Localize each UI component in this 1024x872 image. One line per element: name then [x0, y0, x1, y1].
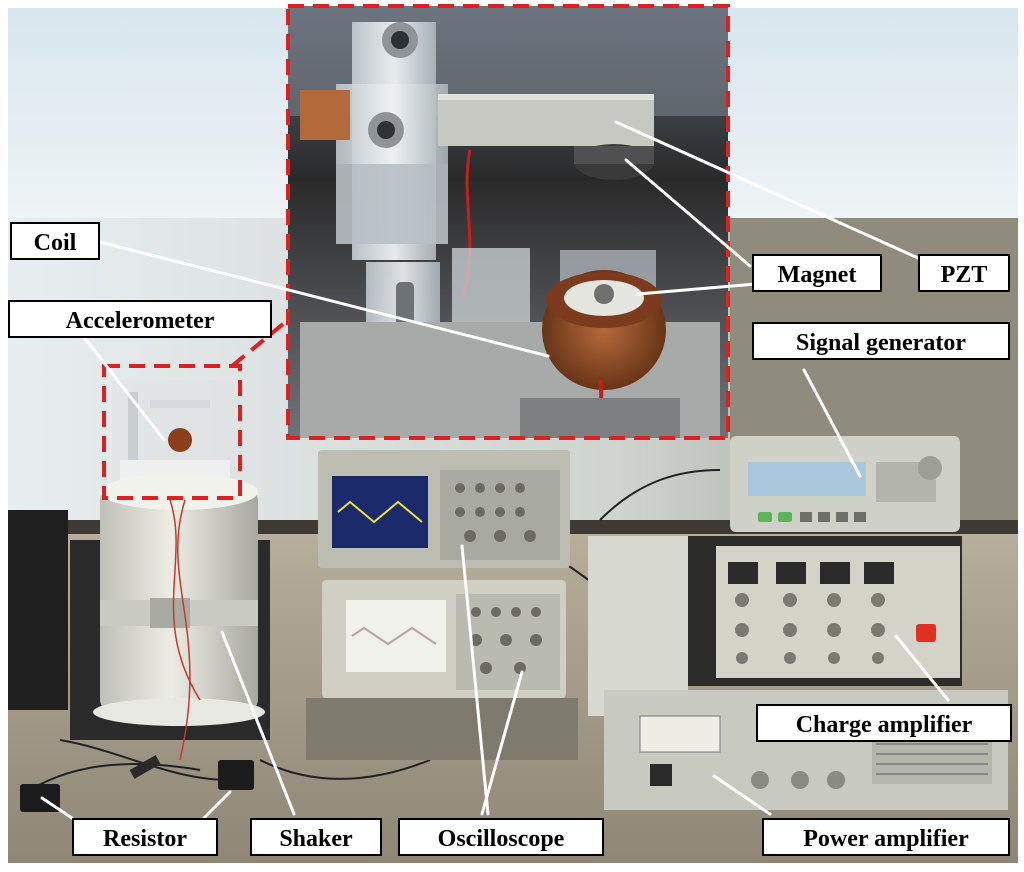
label-coil: Coil	[10, 222, 100, 260]
label-oscilloscope: Oscilloscope	[398, 818, 604, 856]
label-power-amplifier: Power amplifier	[762, 818, 1010, 856]
label-charge-amplifier: Charge amplifier	[756, 704, 1012, 742]
label-magnet: Magnet	[752, 254, 882, 292]
label-shaker: Shaker	[250, 818, 382, 856]
label-resistor: Resistor	[72, 818, 218, 856]
label-signal-generator: Signal generator	[752, 322, 1010, 360]
label-pzt: PZT	[918, 254, 1010, 292]
label-accelerometer: Accelerometer	[8, 300, 272, 338]
